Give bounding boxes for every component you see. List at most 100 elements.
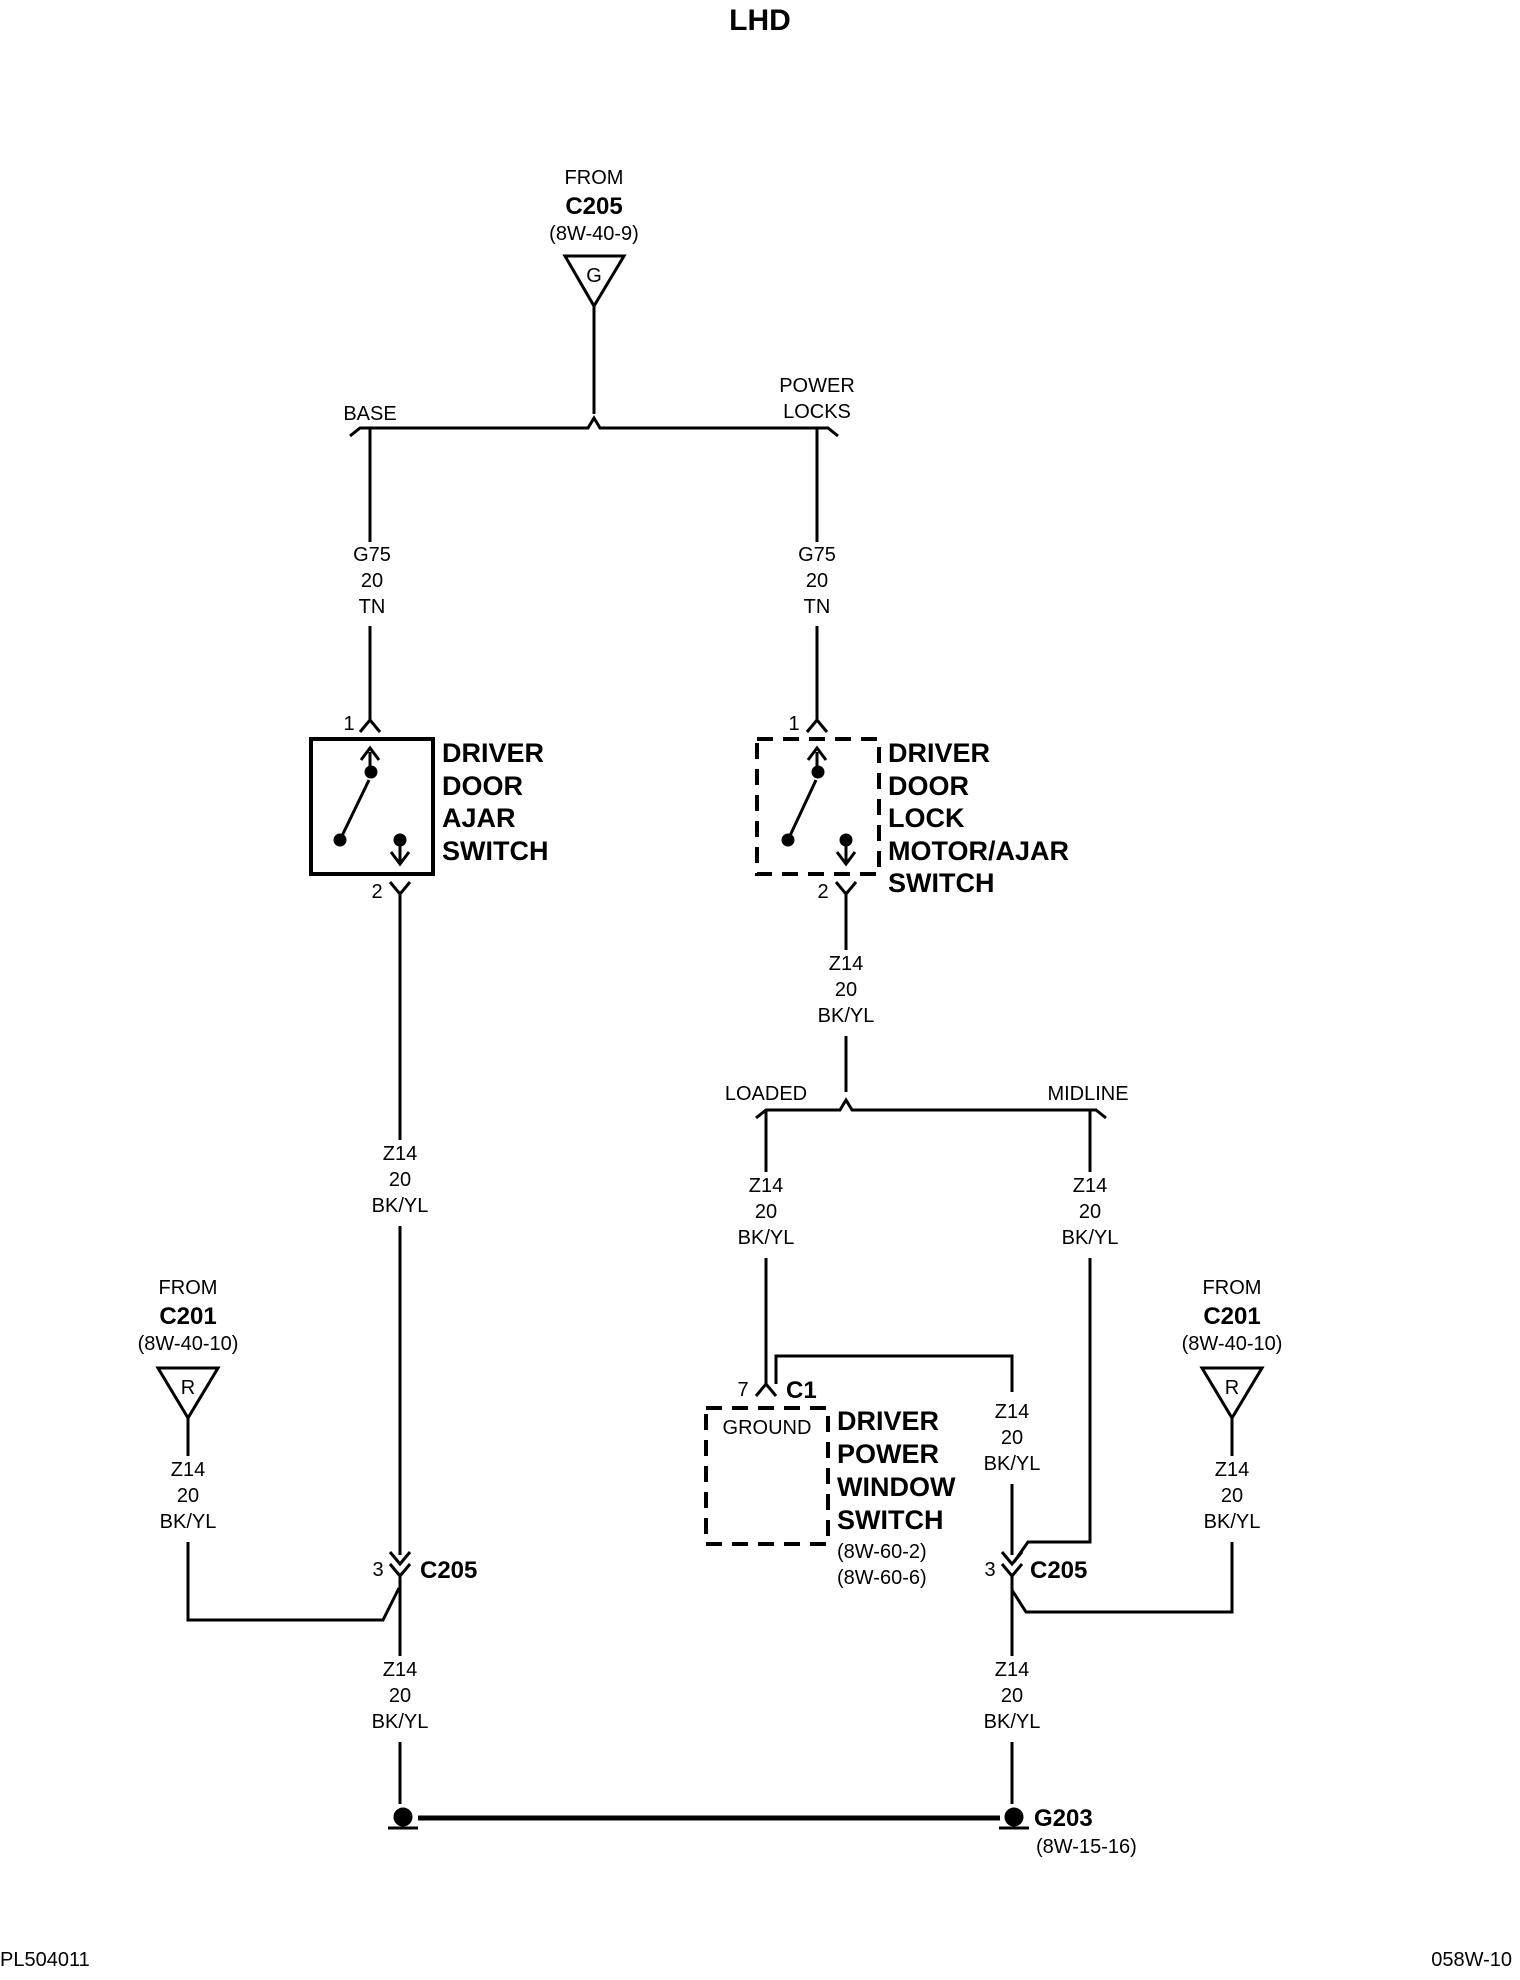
top-from-label: FROM	[565, 167, 624, 189]
midline-color: BK/YL	[1062, 1227, 1119, 1249]
ajar-arrow-out	[389, 840, 411, 867]
ground-ref: (8W-15-16)	[1036, 1836, 1137, 1858]
ajar-name-line4: SWITCH	[442, 836, 548, 866]
left-from-pin-triangle	[155, 1366, 221, 1421]
lock-switch-arm	[786, 779, 818, 841]
window-connector-label: C1	[786, 1377, 817, 1404]
right-from-pin: R	[1225, 1377, 1239, 1399]
g75-power-color: TN	[804, 596, 831, 618]
lock-arrow-in	[806, 745, 828, 768]
window-ref-2: (8W-60-6)	[837, 1567, 927, 1589]
ajar-pin2-chevron	[388, 881, 412, 897]
right-from-c201: FROM C201 (8W-40-10) R	[1182, 1277, 1283, 1421]
top-split-bus	[349, 415, 839, 438]
g75-base-gauge: 20	[361, 570, 383, 592]
window-name-line3: WINDOW	[837, 1472, 956, 1502]
left-c205-pin: 3	[372, 1559, 383, 1581]
midline-option-label: MIDLINE	[1047, 1083, 1128, 1105]
right-from-connector: C201	[1203, 1303, 1260, 1330]
left-from-c201: FROM C201 (8W-40-10) R	[138, 1277, 239, 1421]
right-from-ref: (8W-40-10)	[1182, 1333, 1283, 1355]
left-from-connector: C201	[159, 1303, 216, 1330]
left-from-ref: (8W-40-10)	[138, 1333, 239, 1355]
right-ground-circuit: Z14	[995, 1659, 1029, 1681]
right-c205-pin: 3	[984, 1559, 995, 1581]
loaded-gauge: 20	[755, 1201, 777, 1223]
left-c205-label: C205	[420, 1557, 477, 1584]
power-locks-line1: POWER	[779, 375, 855, 397]
right-ground-gauge: 20	[1001, 1685, 1023, 1707]
lock-name-line1: DRIVER	[888, 738, 990, 768]
g75-base-circuit: G75	[353, 544, 391, 566]
lock-name-line4: MOTOR/AJAR	[888, 836, 1069, 866]
midline-circuit: Z14	[1073, 1175, 1107, 1197]
window-wire-color: BK/YL	[984, 1453, 1041, 1475]
right-ground-color: BK/YL	[984, 1711, 1041, 1733]
driver-power-window-switch: GROUND	[704, 1406, 830, 1546]
lock-pin2-label: 2	[817, 881, 828, 903]
footer-right-code: 058W-10	[1431, 1949, 1512, 1971]
lock-pin1-chevron	[805, 717, 829, 733]
ground-label: G203	[1034, 1805, 1093, 1832]
lock-out-color: BK/YL	[818, 1005, 875, 1027]
loaded-option-label: LOADED	[725, 1083, 807, 1105]
lock-out-gauge: 20	[835, 979, 857, 1001]
loaded-color: BK/YL	[738, 1227, 795, 1249]
top-pin-triangle	[562, 254, 627, 309]
lock-arrow-out	[835, 840, 857, 867]
ajar-arrow-in	[359, 745, 381, 768]
lock-switch-body	[755, 737, 881, 876]
ground-right-node	[1004, 1807, 1024, 1827]
lock-contact-top	[811, 765, 825, 779]
ajar-name-line2: DOOR	[442, 771, 523, 801]
top-ref-label: (8W-40-9)	[549, 223, 639, 245]
power-locks-line2: LOCKS	[783, 401, 851, 423]
lock-name-line2: DOOR	[888, 771, 969, 801]
ajar-out-gauge: 20	[389, 1169, 411, 1191]
ajar-pin2-label: 2	[371, 881, 382, 903]
right-c205-label: C205	[1030, 1557, 1087, 1584]
lock-name-line3: LOCK	[888, 803, 965, 833]
ajar-switch-arm	[338, 779, 371, 841]
window-ground-label: GROUND	[723, 1417, 812, 1439]
lock-name-line5: SWITCH	[888, 868, 994, 898]
base-option-label: BASE	[343, 403, 396, 425]
top-pin-label: G	[586, 265, 602, 287]
diagram-title: LHD	[729, 4, 791, 37]
left-ground-color: BK/YL	[372, 1711, 429, 1733]
window-ref-1: (8W-60-2)	[837, 1541, 927, 1563]
left-from-route	[186, 1542, 401, 1622]
window-ground-loop	[774, 1354, 1014, 1392]
lock-pin1-label: 1	[788, 713, 799, 735]
left-c205-chevron-upper	[388, 1551, 412, 1567]
ajar-name-line1: DRIVER	[442, 738, 544, 768]
window-wire-circuit: Z14	[995, 1401, 1029, 1423]
right-from-route	[1010, 1542, 1234, 1614]
window-wire-gauge: 20	[1001, 1427, 1023, 1449]
ajar-pin1-label: 1	[343, 713, 354, 735]
left-from-color: BK/YL	[160, 1511, 217, 1533]
window-name-line4: SWITCH	[837, 1505, 943, 1535]
left-from-pin: R	[181, 1377, 195, 1399]
g75-power-circuit: G75	[798, 544, 836, 566]
window-switch-body	[704, 1406, 830, 1546]
top-connector-label: C205	[565, 193, 622, 220]
left-from-gauge: 20	[177, 1485, 199, 1507]
driver-door-ajar-switch	[309, 737, 435, 876]
window-pin-label: 7	[737, 1379, 748, 1401]
window-name-line1: DRIVER	[837, 1406, 939, 1436]
g75-power-gauge: 20	[806, 570, 828, 592]
ground-g203	[388, 1807, 1029, 1830]
window-c1-chevron	[754, 1381, 778, 1397]
window-name-line2: POWER	[837, 1439, 939, 1469]
top-source-connector: FROM C205 (8W-40-9) G	[549, 167, 639, 309]
lock-out-circuit: Z14	[829, 953, 863, 975]
ajar-contact-top	[364, 765, 378, 779]
midline-gauge: 20	[1079, 1201, 1101, 1223]
left-ground-circuit: Z14	[383, 1659, 417, 1681]
lock-pin2-chevron	[834, 881, 858, 897]
ajar-out-circuit: Z14	[383, 1143, 417, 1165]
driver-door-lock-motor-ajar-switch	[755, 737, 881, 876]
g75-base-color: TN	[359, 596, 386, 618]
ajar-out-color: BK/YL	[372, 1195, 429, 1217]
